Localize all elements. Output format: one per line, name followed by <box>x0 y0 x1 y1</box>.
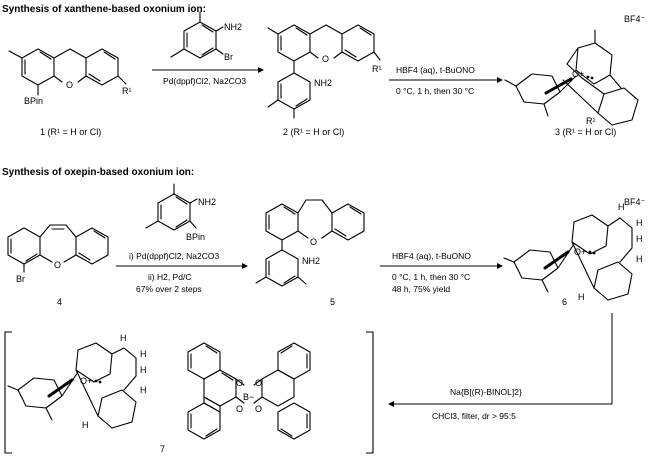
arrowhead-step-1 <box>258 67 264 73</box>
atom-r1-1: R¹ <box>122 86 132 96</box>
bracket-left <box>4 331 12 454</box>
compound-2-label: 2 (R¹ = H or Cl) <box>283 127 344 137</box>
atom-h-7b: H <box>140 365 147 375</box>
reagent-aniline-bpin-structure: NH2 BPin <box>145 183 216 242</box>
atom-o-2: O <box>322 54 329 64</box>
compound-7-borate-structure: O O O O B− <box>187 342 311 440</box>
compound-6-label: 6 <box>562 297 567 307</box>
lone-pair-7b <box>98 380 102 384</box>
reagent-3-nh2: NH2 <box>198 197 216 207</box>
arrowhead-step-2 <box>497 77 503 83</box>
atom-r1-3: R¹ <box>586 116 596 126</box>
compound-1-structure: O BPin R¹ <box>8 48 132 106</box>
compound-4-label: 4 <box>57 297 62 307</box>
atom-o-borate-3: O <box>236 404 243 414</box>
atom-o-plus-6: O+ <box>574 247 586 257</box>
compound-3-structure: O+ R¹ BF4⁻ <box>504 14 646 126</box>
atom-o-borate-1: O <box>236 378 243 388</box>
step-5-line-2: CHCl3, filter, dr > 95:5 <box>432 411 516 421</box>
bracket-right <box>366 331 374 454</box>
step-3-line-1: i) Pd(dppf)Cl2, Na2CO3 <box>129 251 220 261</box>
atom-o-1: O <box>66 80 73 90</box>
compound-6-structure: O+ H H H H H BF4⁻ <box>503 197 646 302</box>
lone-pair-7 <box>94 379 98 383</box>
atom-bpin-1: BPin <box>24 96 43 106</box>
atom-br-4: Br <box>16 274 25 284</box>
atom-nh2-5: NH2 <box>302 256 320 266</box>
step-4-line-1: HBF4 (aq), t-BuONO <box>392 251 471 261</box>
atom-h-7e: H <box>82 420 89 430</box>
step-4-line-2: 0 °C, 1 h, then 30 °C <box>392 272 470 282</box>
atom-h-7c: H <box>140 385 147 395</box>
atom-o-borate-4: O <box>255 404 262 414</box>
lone-pair-3b <box>590 76 594 80</box>
arrowhead-step-4 <box>497 263 503 269</box>
atom-h-6c: H <box>636 254 643 264</box>
compound-5-label: 5 <box>330 297 335 307</box>
compound-7-cation-structure: O+ H H H H H <box>7 333 147 430</box>
lone-pair-3 <box>586 75 590 79</box>
compound-3-label: 3 (R¹ = H or Cl) <box>555 127 616 137</box>
step-2-line-2: 0 °C, 1 h, then 30 °C <box>396 86 474 96</box>
atom-o-5: O <box>310 237 317 247</box>
xanthene-section-title: Synthesis of xanthene-based oxonium ion: <box>2 4 206 15</box>
reagent-1-br: Br <box>224 52 233 62</box>
lone-pair-6b <box>592 251 596 255</box>
arrowhead-step-5 <box>388 401 394 407</box>
compound-2-structure: O NH2 R¹ <box>267 24 382 119</box>
reagent-aniline-bromo-structure: NH2 Br <box>170 11 242 62</box>
atom-bf4-3: BF4⁻ <box>624 14 646 24</box>
atom-h-6e: H <box>578 292 585 302</box>
compound-4-structure: O Br <box>7 224 109 284</box>
atom-h-6a: H <box>636 218 643 228</box>
lone-pair-6 <box>588 250 592 254</box>
atom-o-plus-3: O+ <box>572 69 584 79</box>
atom-h-6d: H <box>618 202 625 212</box>
atom-nh2-2: NH2 <box>314 78 332 88</box>
arrowhead-step-3 <box>242 263 248 269</box>
step-1-conditions: Pd(dppf)Cl2, Na2CO3 <box>163 76 246 86</box>
step-5-line-1: Na{B[(R)-BINOL]2} <box>450 387 522 397</box>
compound-7-label: 7 <box>160 444 165 454</box>
step-3-line-2: ii) H2, Pd/C <box>148 272 191 282</box>
step-4-line-3: 48 h, 75% yield <box>392 284 450 294</box>
reagent-3-bpin: BPin <box>186 232 205 242</box>
atom-o-4: O <box>54 260 61 270</box>
atom-o-borate-2: O <box>255 378 262 388</box>
oxepin-section-title: Synthesis of oxepin-based oxonium ion: <box>2 167 194 178</box>
step-2-line-1: HBF4 (aq), t-BuONO <box>396 65 475 75</box>
step-3-line-3: 67% over 2 steps <box>136 284 202 294</box>
atom-bf4-6: BF4⁻ <box>624 197 646 207</box>
reagent-1-nh2: NH2 <box>224 22 242 32</box>
atom-h-6b: H <box>636 234 643 244</box>
atom-r1-2: R¹ <box>372 64 382 74</box>
atom-h-7d: H <box>120 333 127 343</box>
atom-o-plus-7: O+ <box>80 376 92 386</box>
compound-5-structure: O NH2 <box>255 199 365 287</box>
atom-h-7a: H <box>140 349 147 359</box>
atom-b-minus: B− <box>243 392 254 402</box>
compound-1-label: 1 (R¹ = H or Cl) <box>40 127 101 137</box>
